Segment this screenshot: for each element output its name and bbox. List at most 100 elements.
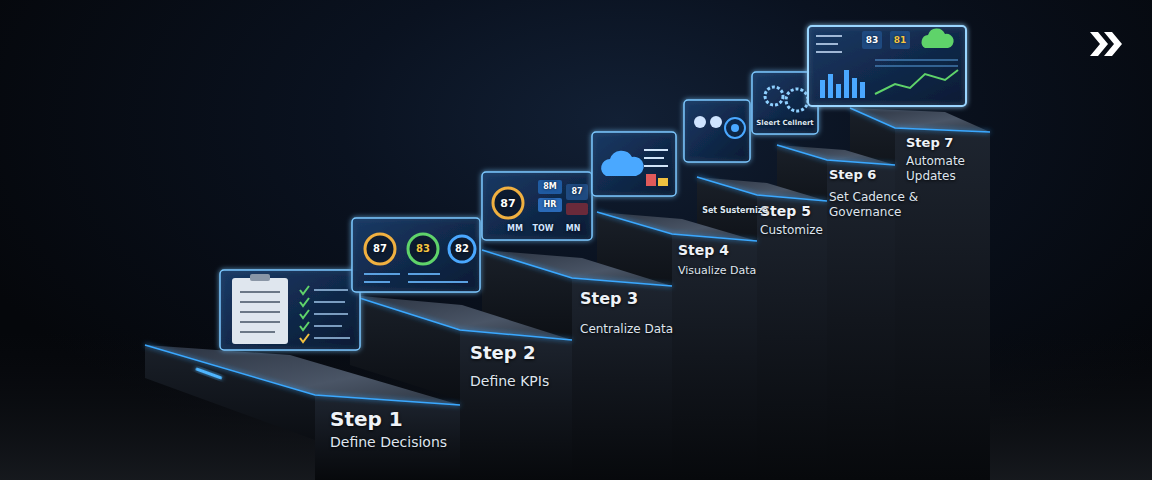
text-lines <box>314 290 350 338</box>
screen-text: 8M <box>543 183 557 191</box>
screen-frame <box>482 172 592 240</box>
bar-lines <box>364 274 468 282</box>
illustration-shape <box>364 281 390 283</box>
tile <box>538 198 562 212</box>
illustration-shape <box>314 337 350 339</box>
step-label: Visualize Data <box>678 264 759 277</box>
illustration-shape <box>816 43 838 45</box>
illustration-shape <box>836 84 841 98</box>
glow-edge <box>482 250 672 286</box>
screen-frame <box>684 100 750 162</box>
illustration-shape <box>820 80 825 98</box>
gear-icon <box>725 118 745 138</box>
grid-lines <box>875 60 958 66</box>
line-chart <box>875 70 958 94</box>
front-face <box>895 128 990 480</box>
step-box: Step 1Define Decisions <box>330 408 450 453</box>
screen-text: 83 <box>416 244 430 254</box>
glow-edge <box>850 108 990 132</box>
front-face <box>460 330 572 480</box>
illustration-shape <box>240 311 280 313</box>
illustration-shape <box>844 70 849 98</box>
gauge <box>449 236 475 262</box>
person-icon <box>710 116 722 128</box>
illustration-shape <box>240 321 280 323</box>
glow-edge <box>697 177 827 201</box>
illustration-shape <box>240 301 280 303</box>
illustration-shape <box>816 51 842 53</box>
step-label: Centralize Data <box>580 322 676 336</box>
clipboard <box>232 278 288 344</box>
tile <box>538 180 562 194</box>
illustration-shape <box>300 322 309 330</box>
person-icon <box>694 116 706 128</box>
illustration-shape <box>828 74 833 98</box>
step-label: Automate Updates <box>906 154 978 183</box>
tile <box>890 31 910 49</box>
gear-icon <box>786 89 808 111</box>
screen-text: Sleert Cellnert <box>756 120 813 127</box>
logo-chevrons <box>1090 32 1122 56</box>
gear-icon <box>731 124 739 132</box>
screen-text: TOW <box>532 225 553 233</box>
step-label: Customize <box>760 223 825 237</box>
text-lines <box>816 36 842 52</box>
screen-text: 87 <box>373 244 387 254</box>
gear-icon <box>765 87 783 105</box>
illustration-shape <box>408 273 440 275</box>
screen-frame <box>808 26 966 106</box>
check-marks <box>300 286 309 342</box>
illustration-shape <box>364 273 400 275</box>
illustration-shape <box>644 149 668 151</box>
front-face <box>757 195 827 480</box>
screen-text: 82 <box>455 244 469 254</box>
illustration-shape <box>875 66 958 67</box>
illustration-shape <box>240 291 280 293</box>
list-lines <box>240 292 280 332</box>
screen-frame <box>352 218 480 292</box>
step-label: Define KPIs <box>470 373 552 390</box>
screen-text: MN <box>566 225 581 233</box>
gauge <box>408 234 438 264</box>
screen-panel <box>684 100 750 162</box>
blue-light <box>195 367 222 379</box>
illustration-shape <box>875 60 958 61</box>
chart-bar <box>646 174 656 186</box>
cloud-icon <box>922 28 954 48</box>
front-face <box>315 395 460 480</box>
top-face <box>850 108 990 132</box>
illustration-shape <box>860 82 865 98</box>
tile <box>566 203 588 215</box>
glow-edge <box>145 345 460 405</box>
gauge <box>493 188 523 218</box>
screen-text: 83 <box>866 36 879 45</box>
screen-text: MM <box>507 225 523 233</box>
step-number: Step 4 <box>678 243 759 258</box>
screen-text: HR <box>544 201 557 209</box>
step-number: Step 3 <box>580 290 676 308</box>
step-number: Step 2 <box>470 343 552 363</box>
clip <box>250 274 270 281</box>
front-face <box>572 278 672 480</box>
illustration-shape <box>1090 32 1108 56</box>
tile <box>862 31 882 49</box>
screen-panel <box>482 172 592 240</box>
step-box: Step 7Automate Updates <box>906 136 980 186</box>
step-box: Step 2 Define KPIs <box>470 343 552 392</box>
step-box: Step 3 Centralize Data <box>580 290 676 338</box>
tile <box>566 184 588 200</box>
step-number: Step 1 <box>330 408 450 430</box>
illustration-shape <box>314 325 342 327</box>
step-box: Step 5Customize <box>760 204 825 240</box>
illustration-shape <box>300 286 309 294</box>
illustration-shape <box>852 78 857 98</box>
illustration-shape <box>644 165 668 167</box>
illustration-shape <box>644 157 664 159</box>
gauge <box>365 234 395 264</box>
step-box: Step 4 Visualize Data <box>678 243 759 280</box>
screen-frame <box>220 270 360 350</box>
illustration-shape <box>1104 32 1122 56</box>
screen-panel <box>592 132 676 196</box>
